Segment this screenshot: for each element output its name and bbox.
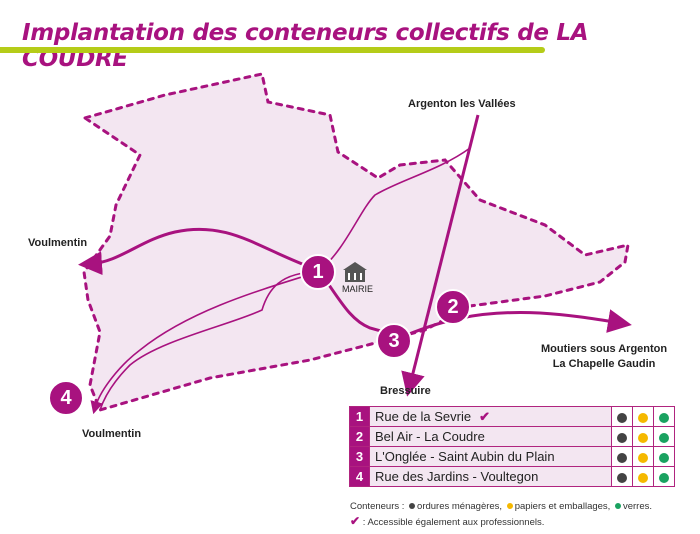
site-number: 4: [349, 466, 370, 487]
label-bressuire: Bressuire: [380, 385, 431, 397]
ordures-dot-icon: [617, 452, 627, 463]
legend-containers: Conteneurs : ordures ménagères, papiers …: [350, 501, 652, 512]
check-icon: ✔: [350, 514, 361, 528]
papiers-dot-icon: [638, 432, 648, 443]
label-moutiers-line2: La Chapelle Gaudin: [552, 358, 656, 370]
check-icon: ✔: [479, 408, 491, 424]
table-row: 1 Rue de la Sevrie ✔: [349, 406, 675, 427]
legend-ordures: ordures ménagères,: [417, 501, 503, 512]
label-voulmentin-north: Voulmentin: [28, 237, 88, 249]
road-small-ne: [319, 147, 471, 271]
site-name: L'Onglée - Saint Aubin du Plain: [369, 446, 612, 467]
site-name: Rue des Jardins - Voultegon: [369, 466, 612, 487]
ordures-dot-icon: [617, 412, 627, 423]
site-number: 3: [349, 446, 370, 467]
site-name-cell: Rue de la Sevrie ✔: [369, 406, 612, 427]
table-row: 2 Bel Air - La Coudre: [349, 426, 675, 447]
road-argenton: [401, 114, 480, 397]
ordures-dot-icon: [617, 432, 627, 443]
label-voulmentin-south: Voulmentin: [82, 428, 142, 440]
legend-verres: verres.: [622, 501, 652, 512]
town-hall-icon: [343, 262, 367, 282]
label-argenton: Argenton les Vallées: [408, 98, 516, 110]
legend-papiers: papiers et emballages,: [514, 501, 611, 512]
road-small-sw1: [90, 271, 319, 415]
label-moutiers-line1: Moutiers sous Argenton: [541, 343, 668, 355]
legend-prefix: Conteneurs :: [350, 501, 405, 512]
papiers-dot-icon: [506, 503, 513, 510]
verres-dot-icon: [659, 472, 669, 483]
table-row: 4 Rue des Jardins - Voultegon: [349, 466, 675, 487]
verres-dot-icon: [659, 432, 669, 443]
site-name: Bel Air - La Coudre: [369, 426, 612, 447]
verres-dot-icon: [614, 503, 621, 510]
table-row: 3 L'Onglée - Saint Aubin du Plain: [349, 446, 675, 467]
ordures-dot-icon: [617, 472, 627, 483]
verres-dot-icon: [659, 412, 669, 423]
label-moutiers: Moutiers sous Argenton La Chapelle Gaudi…: [541, 343, 667, 370]
site-marker-2[interactable]: 2: [435, 289, 471, 325]
road-voulmentin-north: [78, 227, 319, 276]
papiers-dot-icon: [638, 412, 648, 423]
site-number: 2: [349, 426, 370, 447]
papiers-dot-icon: [638, 452, 648, 463]
sites-table: 1 Rue de la Sevrie ✔ 2 Bel Air - La Coudr…: [349, 406, 675, 487]
title-underline: [0, 47, 545, 53]
papiers-dot-icon: [638, 472, 648, 483]
legend-pro: ✔ : Accessible également aux professionn…: [350, 514, 544, 528]
verres-dot-icon: [659, 452, 669, 463]
site-marker-3[interactable]: 3: [376, 323, 412, 359]
site-number: 1: [349, 406, 370, 427]
ordures-dot-icon: [409, 503, 416, 510]
site-marker-1[interactable]: 1: [300, 254, 336, 290]
site-name: Rue de la Sevrie: [375, 408, 472, 424]
label-mairie: MAIRIE: [342, 284, 374, 294]
road-moutiers: [394, 309, 632, 342]
road-small-sw2: [99, 271, 319, 411]
legend-pro-note: : Accessible également aux professionnel…: [362, 517, 545, 528]
site-marker-4[interactable]: 4: [48, 380, 84, 416]
